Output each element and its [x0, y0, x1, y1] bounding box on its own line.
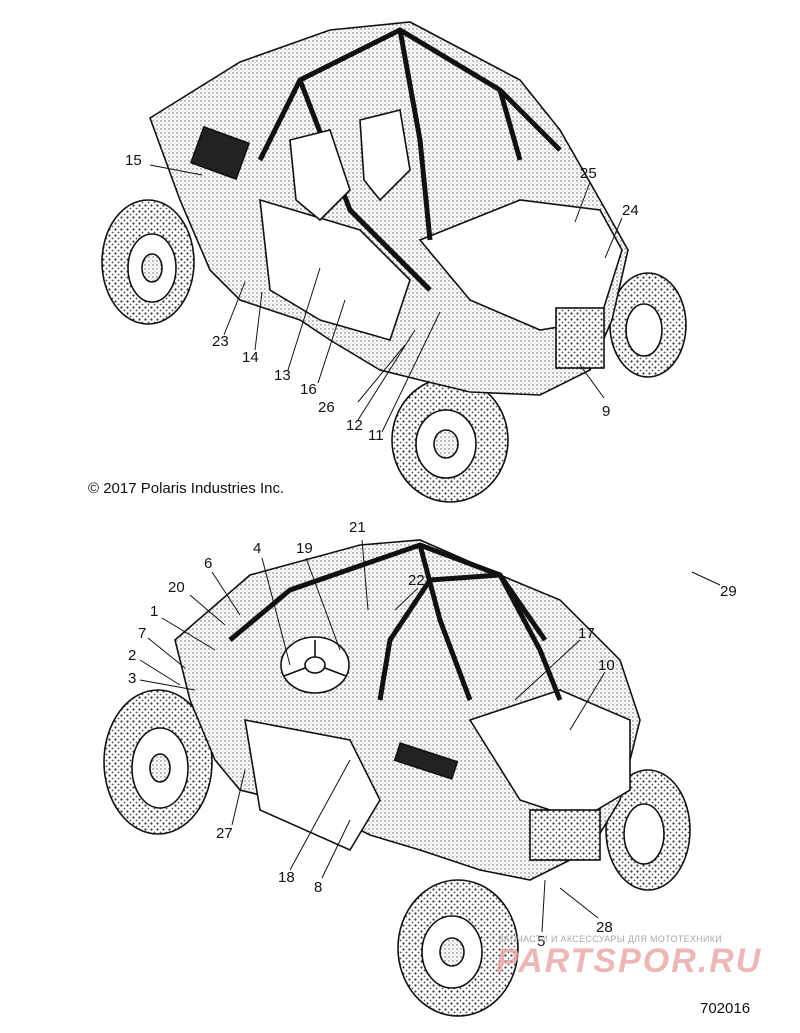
callout-14: 14 — [242, 349, 259, 366]
top-roll-cage — [257, 27, 562, 292]
bottom-leader-lines — [139, 539, 721, 933]
watermark-brand: PARTSPOR.RU — [496, 942, 763, 980]
callout-23: 23 — [212, 333, 229, 350]
callout-1: 1 — [150, 603, 158, 620]
callout-17: 17 — [578, 625, 595, 642]
top-front-right-wheel — [609, 272, 687, 378]
callout-13: 13 — [274, 367, 291, 384]
callout-11: 11 — [368, 427, 384, 444]
callout-24: 24 — [622, 202, 639, 219]
top-rear-wheel — [101, 199, 195, 325]
bottom-steering-wheel — [280, 636, 350, 694]
callout-16: 16 — [300, 381, 317, 398]
bottom-rear-wheel — [103, 689, 213, 835]
callout-29: 29 — [720, 583, 737, 600]
callout-4: 4 — [253, 540, 261, 557]
top-seats — [289, 109, 411, 222]
top-side-decal — [189, 125, 251, 181]
top-door-panel — [259, 198, 411, 341]
figure-code: 702016 — [700, 1000, 751, 1017]
callout-2: 2 — [128, 647, 136, 664]
callout-8: 8 — [314, 879, 322, 896]
callout-10: 10 — [598, 657, 615, 674]
top-front-wheel — [391, 377, 509, 503]
callout-9: 9 — [602, 403, 610, 420]
top-leader-lines — [149, 164, 623, 433]
callout-21: 21 — [349, 519, 366, 536]
bottom-callouts: 21 4 19 6 20 22 1 7 2 3 17 10 29 27 18 8… — [128, 519, 737, 950]
callout-7: 7 — [138, 625, 146, 642]
top-vehicle-drawing — [101, 21, 687, 503]
top-grille — [555, 307, 605, 369]
top-callouts: 15 25 24 23 14 13 16 26 12 11 9 — [125, 152, 639, 444]
callout-27: 27 — [216, 825, 233, 842]
bottom-grille — [529, 809, 601, 861]
watermark-subtitle: ЗАПЧАСТИ И АКСЕССУАРЫ ДЛЯ МОТОТЕХНИКИ — [498, 934, 723, 944]
callout-12: 12 — [346, 417, 363, 434]
callout-22: 22 — [408, 572, 425, 589]
bottom-door-panel — [244, 718, 381, 852]
bottom-front-right-wheel — [605, 769, 691, 891]
bottom-vehicle-drawing — [103, 539, 691, 1017]
callout-28: 28 — [596, 919, 613, 936]
callout-15: 15 — [125, 152, 142, 169]
bottom-side-decal — [393, 742, 459, 780]
callout-19: 19 — [296, 540, 313, 557]
callout-20: 20 — [168, 579, 185, 596]
callout-5: 5 — [537, 933, 545, 950]
copyright-notice: © 2017 Polaris Industries Inc. — [88, 480, 285, 497]
callout-6: 6 — [204, 555, 212, 572]
bottom-roll-cage — [228, 542, 563, 701]
bottom-front-wheel — [397, 879, 519, 1017]
top-hood — [418, 199, 623, 331]
callout-18: 18 — [278, 869, 295, 886]
callout-26: 26 — [318, 399, 335, 416]
bottom-hood — [468, 689, 631, 821]
callout-3: 3 — [128, 670, 136, 687]
callout-25: 25 — [580, 165, 597, 182]
